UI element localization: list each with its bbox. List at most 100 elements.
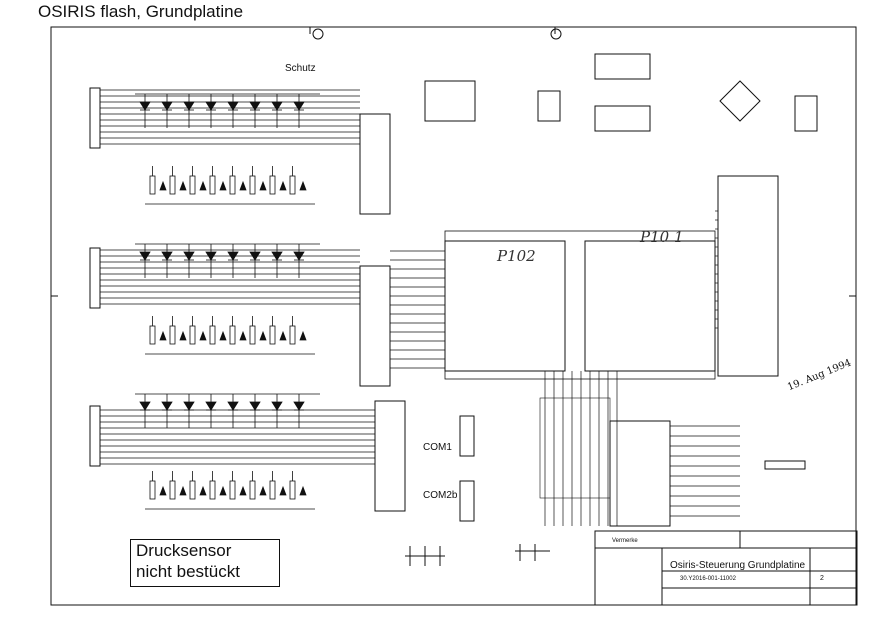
schematic-sheet [50,26,858,606]
zener-icon [159,180,167,191]
diode-icon [183,401,195,411]
ic-regulator-2 [594,53,651,80]
ic-regulator-3 [594,105,651,132]
zener-icon [239,180,247,191]
ic-latch-3 [374,400,406,512]
ic-opto [537,90,561,122]
zener-icon [299,330,307,341]
note-line-1: Drucksensor [136,541,232,560]
connector-com1 [459,415,475,457]
resistor-icon [189,325,196,345]
handwritten-ic2-label: P10 1 [640,228,684,246]
diode-icon [161,401,173,411]
zener-icon [179,330,187,341]
resistor-icon [229,175,236,195]
resistor-bottom-right [764,460,806,470]
diode-icon [249,401,261,411]
zener-icon [279,330,287,341]
resistor-icon [169,325,176,345]
zener-icon [259,180,267,191]
sheet-border [50,26,857,606]
connector-top-left [89,87,101,149]
resistor-icon [269,175,276,195]
diode-icon [161,101,173,111]
capacitor-group-bottom [405,544,550,566]
zener-icon [239,485,247,496]
diode-icon [271,101,283,111]
resistor-icon [209,175,216,195]
ic-regulator-1 [424,80,476,122]
zener-icon [159,485,167,496]
resistor-icon [289,480,296,500]
page-title: OSIRIS flash, Grundplatine [38,2,244,21]
resistor-icon [149,480,156,500]
resistor-icon [249,175,256,195]
resistor-icon [189,175,196,195]
zener-icon [239,330,247,341]
diode-icon [139,101,151,111]
zener-icon [219,180,227,191]
resistor-icon [209,325,216,345]
resistor-icon [249,480,256,500]
connector-bottom-left [89,405,101,467]
zener-icon [299,485,307,496]
label-com2b: COM2b [423,490,458,501]
diode-icon [293,101,305,111]
resistor-icon [249,325,256,345]
zener-icon [219,330,227,341]
zener-icon [199,330,207,341]
ic-latch-2 [359,265,391,387]
resistor-arrays [145,166,315,510]
connector-mid-left [89,247,101,309]
connector-com2b [459,480,475,522]
title-block [594,530,858,606]
diode-icon [271,401,283,411]
diode-icon [139,401,151,411]
diode-icon [293,401,305,411]
ic-serial-driver [609,420,671,527]
resistor-icon [189,480,196,500]
diode-icon [249,101,261,111]
note-box [130,539,280,587]
zener-icon [179,485,187,496]
zener-icon [259,330,267,341]
resistor-icon [289,175,296,195]
zener-icon [279,180,287,191]
zener-icon [259,485,267,496]
zener-icon [279,485,287,496]
bridge-rectifier [719,80,761,122]
zener-icon [159,330,167,341]
resistor-icon [289,325,296,345]
zener-icon [219,485,227,496]
title-block-sheet: 2 [820,575,824,582]
diode-icon [227,101,239,111]
resistor-icon [269,480,276,500]
resistor-icon [149,175,156,195]
resistor-icon [169,175,176,195]
connector-right [717,175,779,377]
zener-icon [199,485,207,496]
zener-icon [299,180,307,191]
diode-icon [183,101,195,111]
connector-power [794,95,818,132]
resistor-icon [229,480,236,500]
resistor-icon [269,325,276,345]
diode-icon [205,101,217,111]
ic-latch-1 [359,113,391,215]
resistor-icon [149,325,156,345]
title-block-title: Osiris-Steuerung Grundplatine [670,560,806,571]
zener-icon [179,180,187,191]
title-block-drawing-number: 30.Y2016-001-11002 [680,576,736,582]
ic-p101 [584,240,716,372]
diode-icon [227,401,239,411]
resistor-icon [209,480,216,500]
resistor-icon [169,480,176,500]
bus-lines [100,89,740,526]
note-line-2: nicht bestückt [136,562,240,581]
label-com1: COM1 [423,442,452,453]
label-schutz: Schutz [285,63,316,74]
resistor-icon [229,325,236,345]
title-block-vermerke: Vermerke [612,538,638,544]
diode-icon [205,401,217,411]
handwritten-ic1-label: P102 [497,247,536,265]
